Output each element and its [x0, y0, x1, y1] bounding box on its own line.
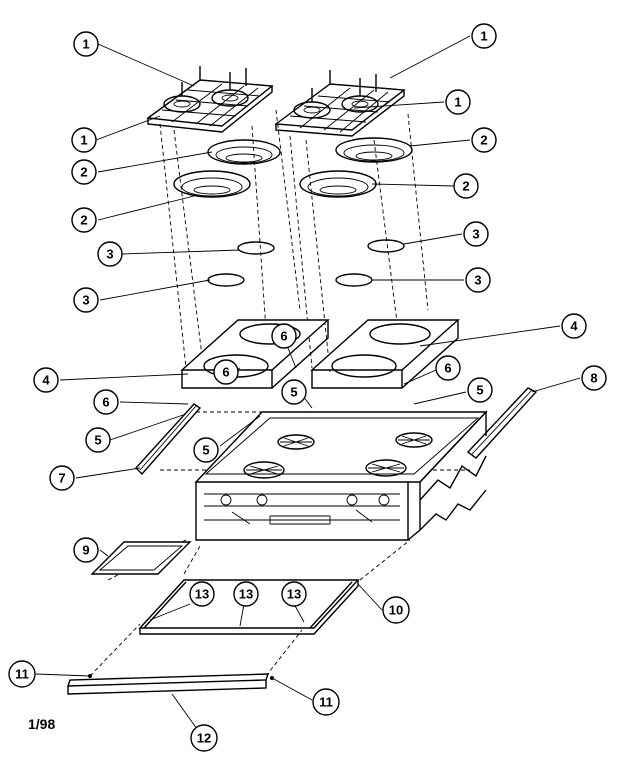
callout-label: 3: [474, 273, 481, 288]
burner-disc-right-back: [367, 239, 405, 253]
callout-11: 11: [312, 688, 340, 716]
callout-12: 12: [190, 724, 218, 752]
burner-bowl-left-back: [207, 139, 281, 165]
callout-label: 13: [239, 587, 253, 602]
callout-label: 7: [58, 471, 65, 486]
burner-top-plate-left: [180, 319, 330, 389]
callout-6: 6: [213, 359, 239, 385]
burner-top-plate-right: [310, 319, 460, 389]
callout-label: 13: [287, 587, 301, 602]
side-trim-left: [135, 403, 202, 476]
callout-9: 9: [73, 537, 99, 563]
callout-6: 6: [93, 389, 119, 415]
callout-label: 1: [80, 133, 87, 148]
burner-bowl-right-front: [299, 170, 377, 198]
burner-grate-right: [274, 70, 406, 137]
callout-label: 4: [570, 319, 578, 334]
callout-3: 3: [465, 267, 491, 293]
burner-disc-left-front: [207, 273, 245, 287]
callout-7: 7: [49, 465, 75, 491]
callout-2: 2: [71, 159, 97, 185]
callout-label: 1: [454, 95, 461, 110]
callout-13: 13: [281, 581, 307, 607]
callout-label: 8: [590, 371, 597, 386]
leader-lines: [35, 35, 581, 737]
callout-1: 1: [471, 23, 497, 49]
burner-disc-left-back: [237, 241, 275, 255]
callout-8: 8: [581, 365, 607, 391]
front-rail: [67, 673, 269, 695]
callout-5: 5: [281, 379, 307, 405]
callout-4: 4: [33, 367, 59, 393]
callout-5: 5: [85, 427, 111, 453]
callout-label: 10: [389, 603, 403, 618]
burner-disc-right-front: [335, 273, 373, 287]
callout-2: 2: [471, 127, 497, 153]
callout-3: 3: [97, 241, 123, 267]
callout-label: 13: [195, 587, 209, 602]
callout-label: 3: [82, 293, 89, 308]
callout-label: 11: [15, 667, 29, 682]
callout-label: 9: [82, 543, 89, 558]
callout-1: 1: [445, 89, 471, 115]
callout-11: 11: [8, 660, 36, 688]
callout-label: 12: [197, 731, 211, 746]
burner-grate-left: [146, 66, 274, 133]
callout-3: 3: [463, 221, 489, 247]
callout-label: 6: [280, 329, 287, 344]
callout-label: 11: [319, 695, 333, 710]
burner-chassis: [194, 410, 488, 541]
callout-1: 1: [73, 31, 99, 57]
callout-10: 10: [382, 596, 410, 624]
callout-5: 5: [467, 377, 493, 403]
callout-1: 1: [71, 127, 97, 153]
callout-2: 2: [453, 173, 479, 199]
callout-label: 5: [202, 443, 209, 458]
callout-label: 2: [480, 133, 487, 148]
callout-5: 5: [193, 437, 219, 463]
drip-tray: [90, 541, 192, 575]
callout-label: 3: [472, 227, 479, 242]
callout-6: 6: [435, 355, 461, 381]
callout-label: 5: [94, 433, 101, 448]
callout-6: 6: [271, 323, 297, 349]
callout-label: 6: [102, 395, 109, 410]
callout-label: 6: [444, 361, 451, 376]
callout-4: 4: [561, 313, 587, 339]
callout-label: 5: [290, 385, 297, 400]
burner-bowl-left-front: [173, 170, 251, 198]
side-trim-right: [466, 387, 538, 459]
callout-13: 13: [233, 581, 259, 607]
callout-label: 2: [462, 179, 469, 194]
burner-heads: [243, 432, 433, 479]
callout-label: 6: [222, 365, 229, 380]
callout-label: 4: [42, 373, 50, 388]
callout-label: 2: [80, 165, 87, 180]
callout-13: 13: [189, 581, 215, 607]
callout-label: 1: [82, 37, 89, 52]
callout-2: 2: [71, 207, 97, 233]
callout-label: 1: [480, 29, 487, 44]
callout-3: 3: [73, 287, 99, 313]
callout-label: 2: [80, 213, 87, 228]
callout-label: 3: [106, 247, 113, 262]
callout-label: 5: [476, 383, 483, 398]
date-code: 1/98: [28, 716, 56, 732]
